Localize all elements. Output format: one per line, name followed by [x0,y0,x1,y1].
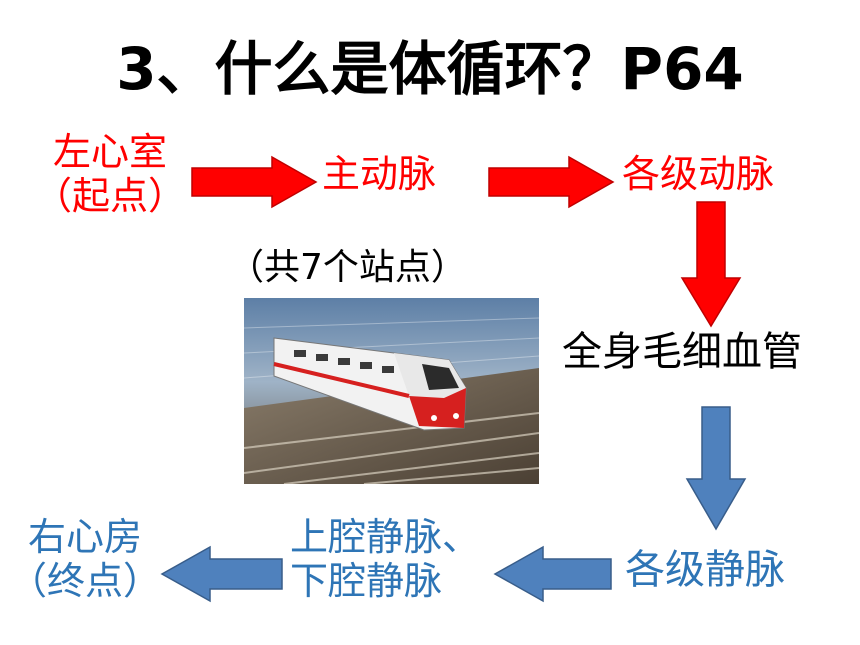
node-left-ventricle: 左心室 （起点） [30,130,190,218]
node-capillaries: 全身毛细血管 [562,329,802,375]
node-left-ventricle-label: 左心室 [52,130,167,174]
node-veins: 各级静脉 [625,547,785,593]
node-right-atrium-role: （终点） [8,559,161,603]
node-right-atrium-label: 右心房 [27,515,142,559]
node-right-atrium: 右心房 （终点） [0,515,170,603]
node-vena-cava: 上腔静脉、 下腔静脉 [290,515,480,603]
node-vena-cava-inferior: 下腔静脉 [290,559,443,603]
node-aorta: 主动脉 [322,152,437,196]
arrow-down-red [680,201,742,328]
arrow-right-red-1 [191,155,318,209]
arrow-left-blue-2 [160,545,283,603]
node-left-ventricle-role: （起点） [33,174,186,218]
node-arteries: 各级动脉 [622,152,775,196]
node-vena-cava-superior: 上腔静脉、 [290,515,481,559]
stations-note: （共7个站点） [228,247,467,288]
train-photo [243,298,540,485]
page-title: 3、什么是体循环？P64 [116,35,744,103]
arrow-left-blue-1 [493,545,612,603]
arrow-right-red-2 [488,155,615,209]
arrow-down-blue [685,406,747,531]
